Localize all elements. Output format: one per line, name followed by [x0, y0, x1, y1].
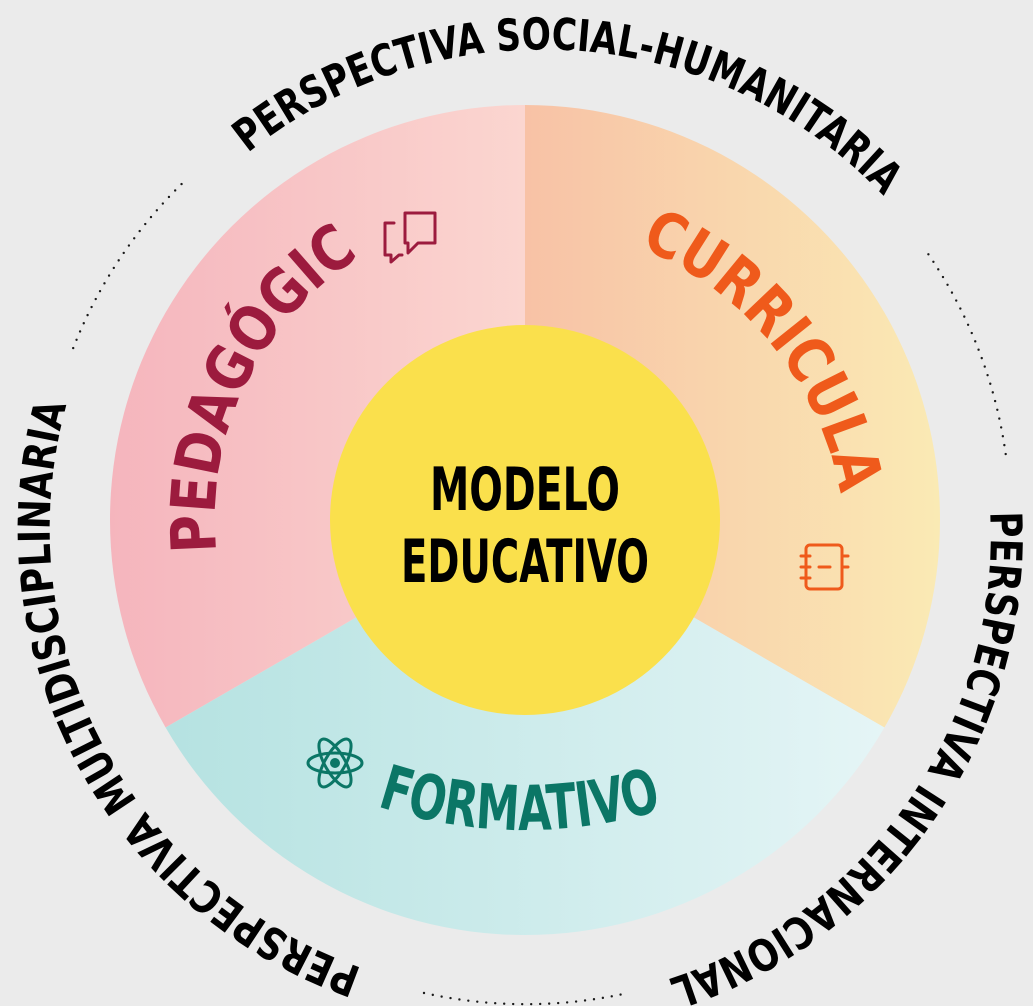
- center-title-line1: MODELO: [430, 455, 620, 525]
- center-title-line2: EDUCATIVO: [401, 527, 649, 597]
- dotted-arc-top-left: [72, 180, 186, 350]
- atom-icon: [306, 737, 364, 789]
- dotted-arc-top-right: [927, 253, 1008, 463]
- dotted-arc-bottom: [422, 991, 630, 1006]
- dotted-separators: [72, 180, 1008, 1006]
- segment-formativo: [165, 520, 885, 935]
- notebook-icon: [799, 543, 850, 591]
- chat-bubbles-icon: [383, 211, 437, 264]
- center-circle: [330, 325, 720, 715]
